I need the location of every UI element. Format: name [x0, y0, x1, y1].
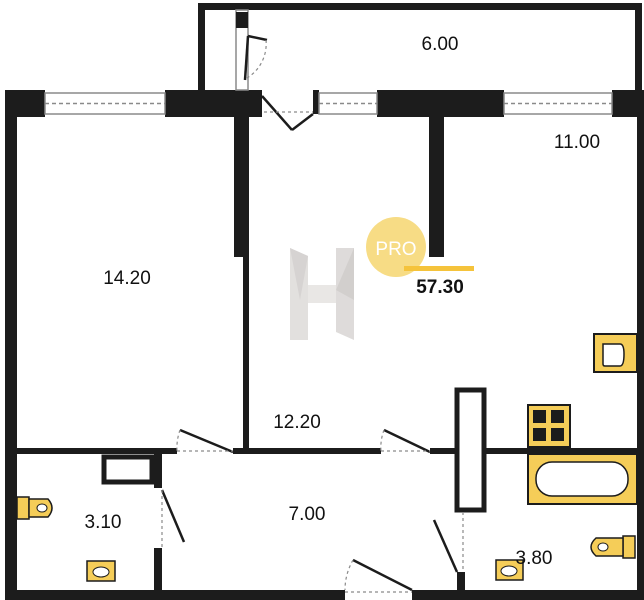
- partition-wall: [243, 117, 249, 453]
- balcony-wall-top: [198, 3, 642, 10]
- kitchen-stub-wall: [429, 117, 444, 257]
- room-area-balcony: 6.00: [422, 34, 459, 55]
- room-area-kitchen: 11.00: [554, 132, 600, 153]
- bathtub-icon: [527, 453, 638, 505]
- window-icon: [44, 92, 166, 115]
- balcony-wall-left: [198, 3, 205, 91]
- ventilation-shaft: [101, 454, 155, 485]
- wc-wall: [154, 454, 162, 488]
- total-area: 57.30: [416, 277, 464, 298]
- sink-icon: [495, 559, 524, 581]
- outer-wall-top: [313, 90, 319, 114]
- door-icon: [176, 428, 234, 454]
- wc-wall: [154, 548, 162, 590]
- stove-icon: [527, 404, 571, 448]
- door-icon: [344, 558, 413, 593]
- outer-wall-right: [637, 90, 644, 600]
- outer-wall-top: [377, 90, 504, 117]
- outer-wall-top: [165, 90, 262, 117]
- partition-wall: [17, 448, 177, 454]
- door-icon: [432, 512, 464, 573]
- room-area-bathroom: 3.80: [516, 548, 553, 569]
- sink-icon: [593, 333, 638, 373]
- bath-wall: [457, 572, 465, 590]
- balcony-wall-right: [635, 3, 642, 91]
- room-area-wc: 3.10: [85, 512, 122, 533]
- room-area-bedroom: 14.20: [103, 268, 151, 289]
- walls: [5, 3, 644, 600]
- room-area-living: 12.20: [273, 412, 321, 433]
- sink-icon: [86, 560, 116, 582]
- door-icon: [243, 34, 268, 81]
- window-icon: [503, 92, 613, 115]
- room-area-hall: 7.00: [289, 504, 326, 525]
- logo-icon: [290, 248, 354, 340]
- outer-wall-bottom: [412, 590, 644, 600]
- toilet-icon: [16, 496, 53, 520]
- pro-badge-text: PRO: [375, 239, 416, 260]
- toilet-icon: [590, 535, 636, 559]
- window-icon: [318, 92, 378, 115]
- outer-wall-left: [5, 90, 17, 600]
- partition-wall: [233, 448, 381, 454]
- partition-wall: [430, 448, 637, 454]
- door-icon: [261, 95, 314, 131]
- door-icon: [160, 489, 186, 548]
- ventilation-shaft: [454, 387, 487, 513]
- outer-wall-bottom: [5, 590, 345, 600]
- door-icon: [380, 428, 431, 454]
- pro-badge: PRO: [366, 217, 474, 277]
